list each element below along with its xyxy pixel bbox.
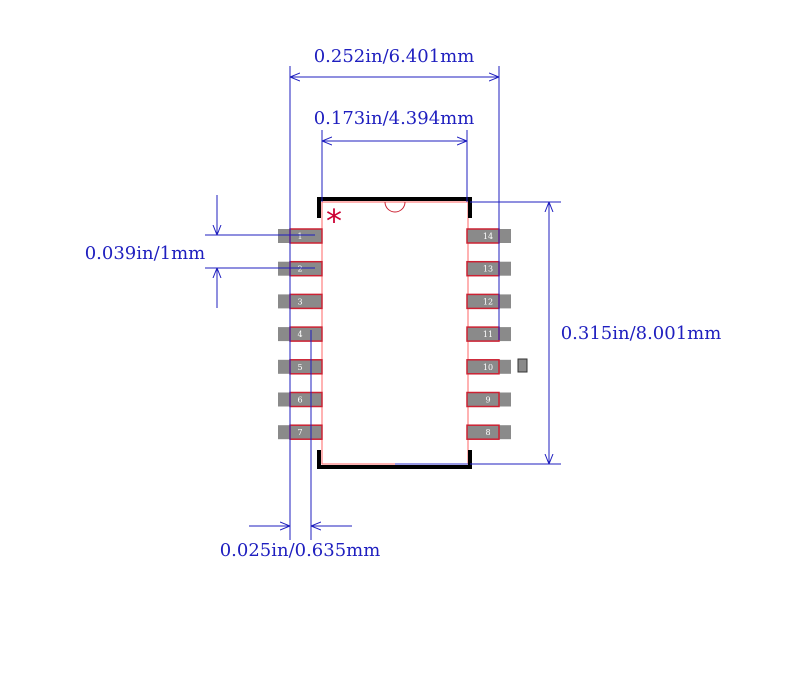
pin-number: 11 [483,330,493,339]
pad-outline [466,391,500,408]
silkscreen [317,197,472,469]
dim-pad-width [249,330,352,540]
pad-5: 5 [278,359,323,375]
pin-number: 9 [485,396,490,405]
pin-number: 4 [297,330,302,339]
pad-14: 14 [466,228,511,244]
pin-number: 5 [297,363,302,372]
pad-body [467,229,511,243]
side-marker [517,358,528,373]
pad-2: 2 [278,260,323,277]
silk-bottom [317,450,472,469]
pin1-notch [384,201,406,213]
pin-number: 13 [483,265,493,274]
pad-6: 6 [278,391,323,408]
pad-3: 3 [278,293,323,310]
pin-number: 3 [297,297,302,306]
pad-body [467,359,511,374]
pad-8: 8 [466,424,511,440]
pads-right: 14 13 12 11 10 9 8 [466,228,511,440]
pin-number: 6 [297,396,302,405]
dim-body-width [321,130,468,202]
pad-body [278,261,322,276]
pad-7: 7 [278,424,323,440]
dim-body-width-label: 0.173in/4.394mm [314,108,475,129]
pad-11: 11 [466,326,511,342]
dim-body-length [470,201,561,465]
dim-pin-pitch-label: 0.039in/1mm [85,243,206,264]
silk-top-left [317,197,472,218]
pad-body [467,425,511,440]
pad-body [278,294,322,309]
pad-13: 13 [466,260,511,277]
pin-number: 12 [483,297,493,306]
pad-outline [466,424,500,440]
pin-number: 2 [297,265,302,274]
pin1-marker: * [326,202,342,240]
dim-pad-width-label: 0.025in/0.635mm [220,540,381,561]
dim-overall-width [289,66,500,540]
pad-1: 1 [278,228,323,244]
pad-body [467,327,511,342]
pad-body [467,261,511,276]
pad-body [278,229,322,243]
pad-outline [466,359,500,375]
pin-number: 8 [485,428,490,437]
pin-number: 10 [483,363,493,372]
pin-number: 1 [297,232,302,241]
dim-overall-width-label: 0.252in/6.401mm [314,46,475,67]
pad-4: 4 [278,326,323,342]
pad-body [467,392,511,407]
pad-body [467,294,511,309]
pad-12: 12 [466,293,511,310]
dim-body-length-label: 0.315in/8.001mm [561,323,722,344]
pads-left: 1 2 3 4 5 6 7 [278,228,323,440]
body-outline [321,201,469,465]
pad-10: 10 [466,359,511,375]
pin-number: 7 [297,428,302,437]
pad-9: 9 [466,391,511,408]
dim-pin-pitch [205,195,315,308]
pin-number: 14 [483,232,493,241]
